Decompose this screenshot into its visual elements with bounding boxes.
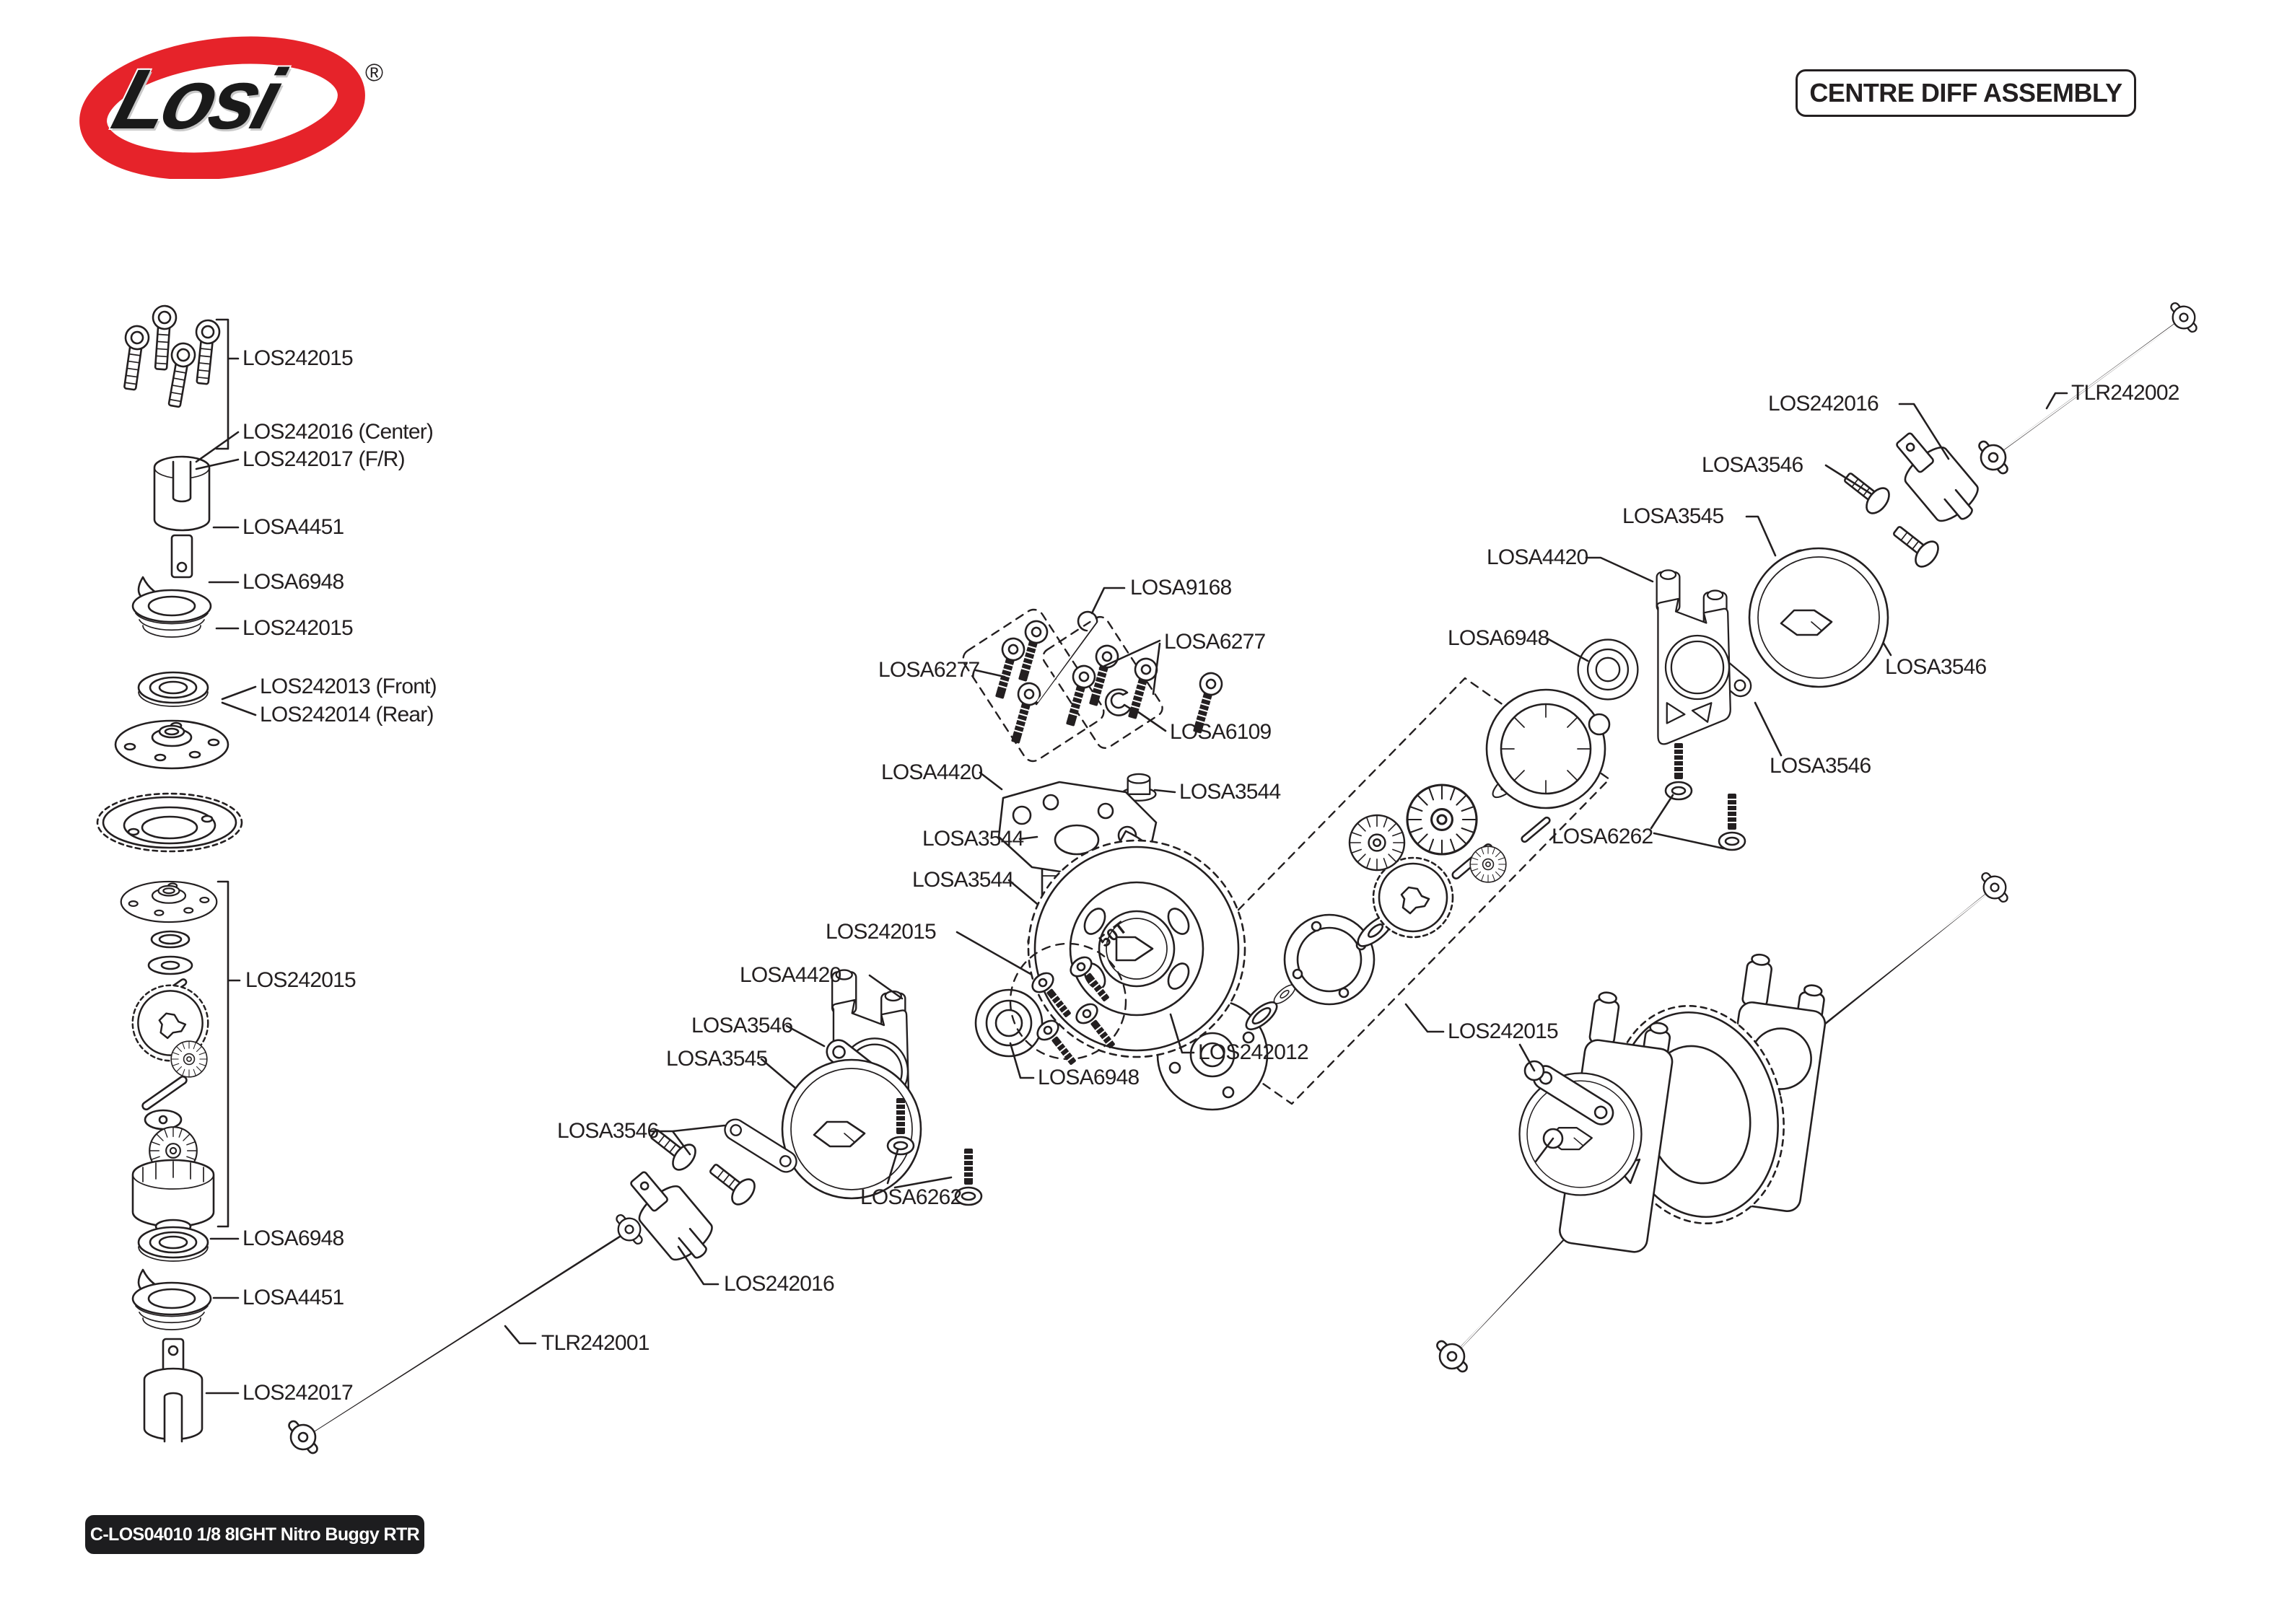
registered-mark: ® [365, 59, 384, 87]
right-cluster-art [1546, 296, 2205, 851]
part-label: LOSA3544 [1179, 780, 1281, 804]
part-label: LOSA3544 [922, 827, 1024, 851]
part-label: LOS242016 [1768, 392, 1879, 416]
part-label: LOSA6948 [1448, 626, 1549, 650]
part-label: LOSA4451 [242, 1286, 344, 1309]
assembled-unit-art [1428, 866, 2016, 1380]
part-label: LOS242014 (Rear) [260, 703, 434, 727]
left-column-art [96, 304, 257, 1443]
part-label: LOSA6277 [1164, 630, 1266, 654]
part-label: LOS242012 [1198, 1040, 1309, 1064]
part-label: LOSA3545 [666, 1047, 768, 1071]
part-label: LOSA6277 [878, 658, 980, 682]
part-label: LOSA6262 [1552, 825, 1653, 848]
part-label: TLR242002 [2071, 381, 2179, 405]
part-label: LOSA4420 [881, 760, 983, 784]
part-label: LOS242015 [242, 346, 354, 370]
part-label: LOS242016 [724, 1272, 835, 1296]
title-box: CENTRE DIFF ASSEMBLY [1796, 69, 2136, 117]
part-label: LOSA4451 [242, 515, 344, 539]
part-label: LOSA3546 [557, 1119, 659, 1143]
part-label: LOSA6948 [242, 1226, 344, 1250]
part-label: LOSA6109 [1170, 720, 1272, 744]
part-label: LOS242013 (Front) [260, 675, 437, 698]
part-label: LOSA3544 [912, 868, 1014, 892]
losi-logo-swoosh-icon [79, 36, 365, 179]
page-title: CENTRE DIFF ASSEMBLY [1809, 78, 2122, 107]
part-label: LOSA3545 [1622, 504, 1724, 528]
part-label: LOSA4420 [740, 963, 841, 987]
part-label: LOSA3546 [1885, 655, 1987, 679]
part-label: LOSA3546 [1770, 754, 1871, 778]
part-label: LOSA4420 [1487, 545, 1588, 569]
part-label: LOSA3546 [1702, 453, 1803, 477]
part-label: LOS242015 [1448, 1019, 1559, 1043]
part-label: LOSA6948 [1038, 1066, 1140, 1089]
part-label: LOS242015 [245, 968, 357, 992]
part-label: LOSA3546 [691, 1014, 793, 1037]
part-label: LOSA6948 [242, 570, 344, 594]
part-label: LOS242015 [242, 616, 354, 640]
part-label: TLR242001 [541, 1331, 650, 1355]
part-label: LOS242017 [242, 1381, 354, 1405]
part-label: LOS242015 [826, 920, 937, 944]
part-label: LOSA6262 [860, 1185, 962, 1209]
losi-logo: Losi ® [79, 35, 384, 179]
part-label: LOS242016 (Center) [242, 420, 434, 444]
part-label: LOSA9168 [1130, 576, 1232, 600]
part-label: LOS242017 (F/R) [242, 447, 406, 471]
footer-text: C-LOS04010 1/8 8IGHT Nitro Buggy RTR [89, 1524, 420, 1545]
footer-badge: C-LOS04010 1/8 8IGHT Nitro Buggy RTR [85, 1515, 424, 1554]
centre-diff-cluster-art [280, 677, 1611, 1461]
losi-logo-text: Losi [103, 52, 289, 147]
